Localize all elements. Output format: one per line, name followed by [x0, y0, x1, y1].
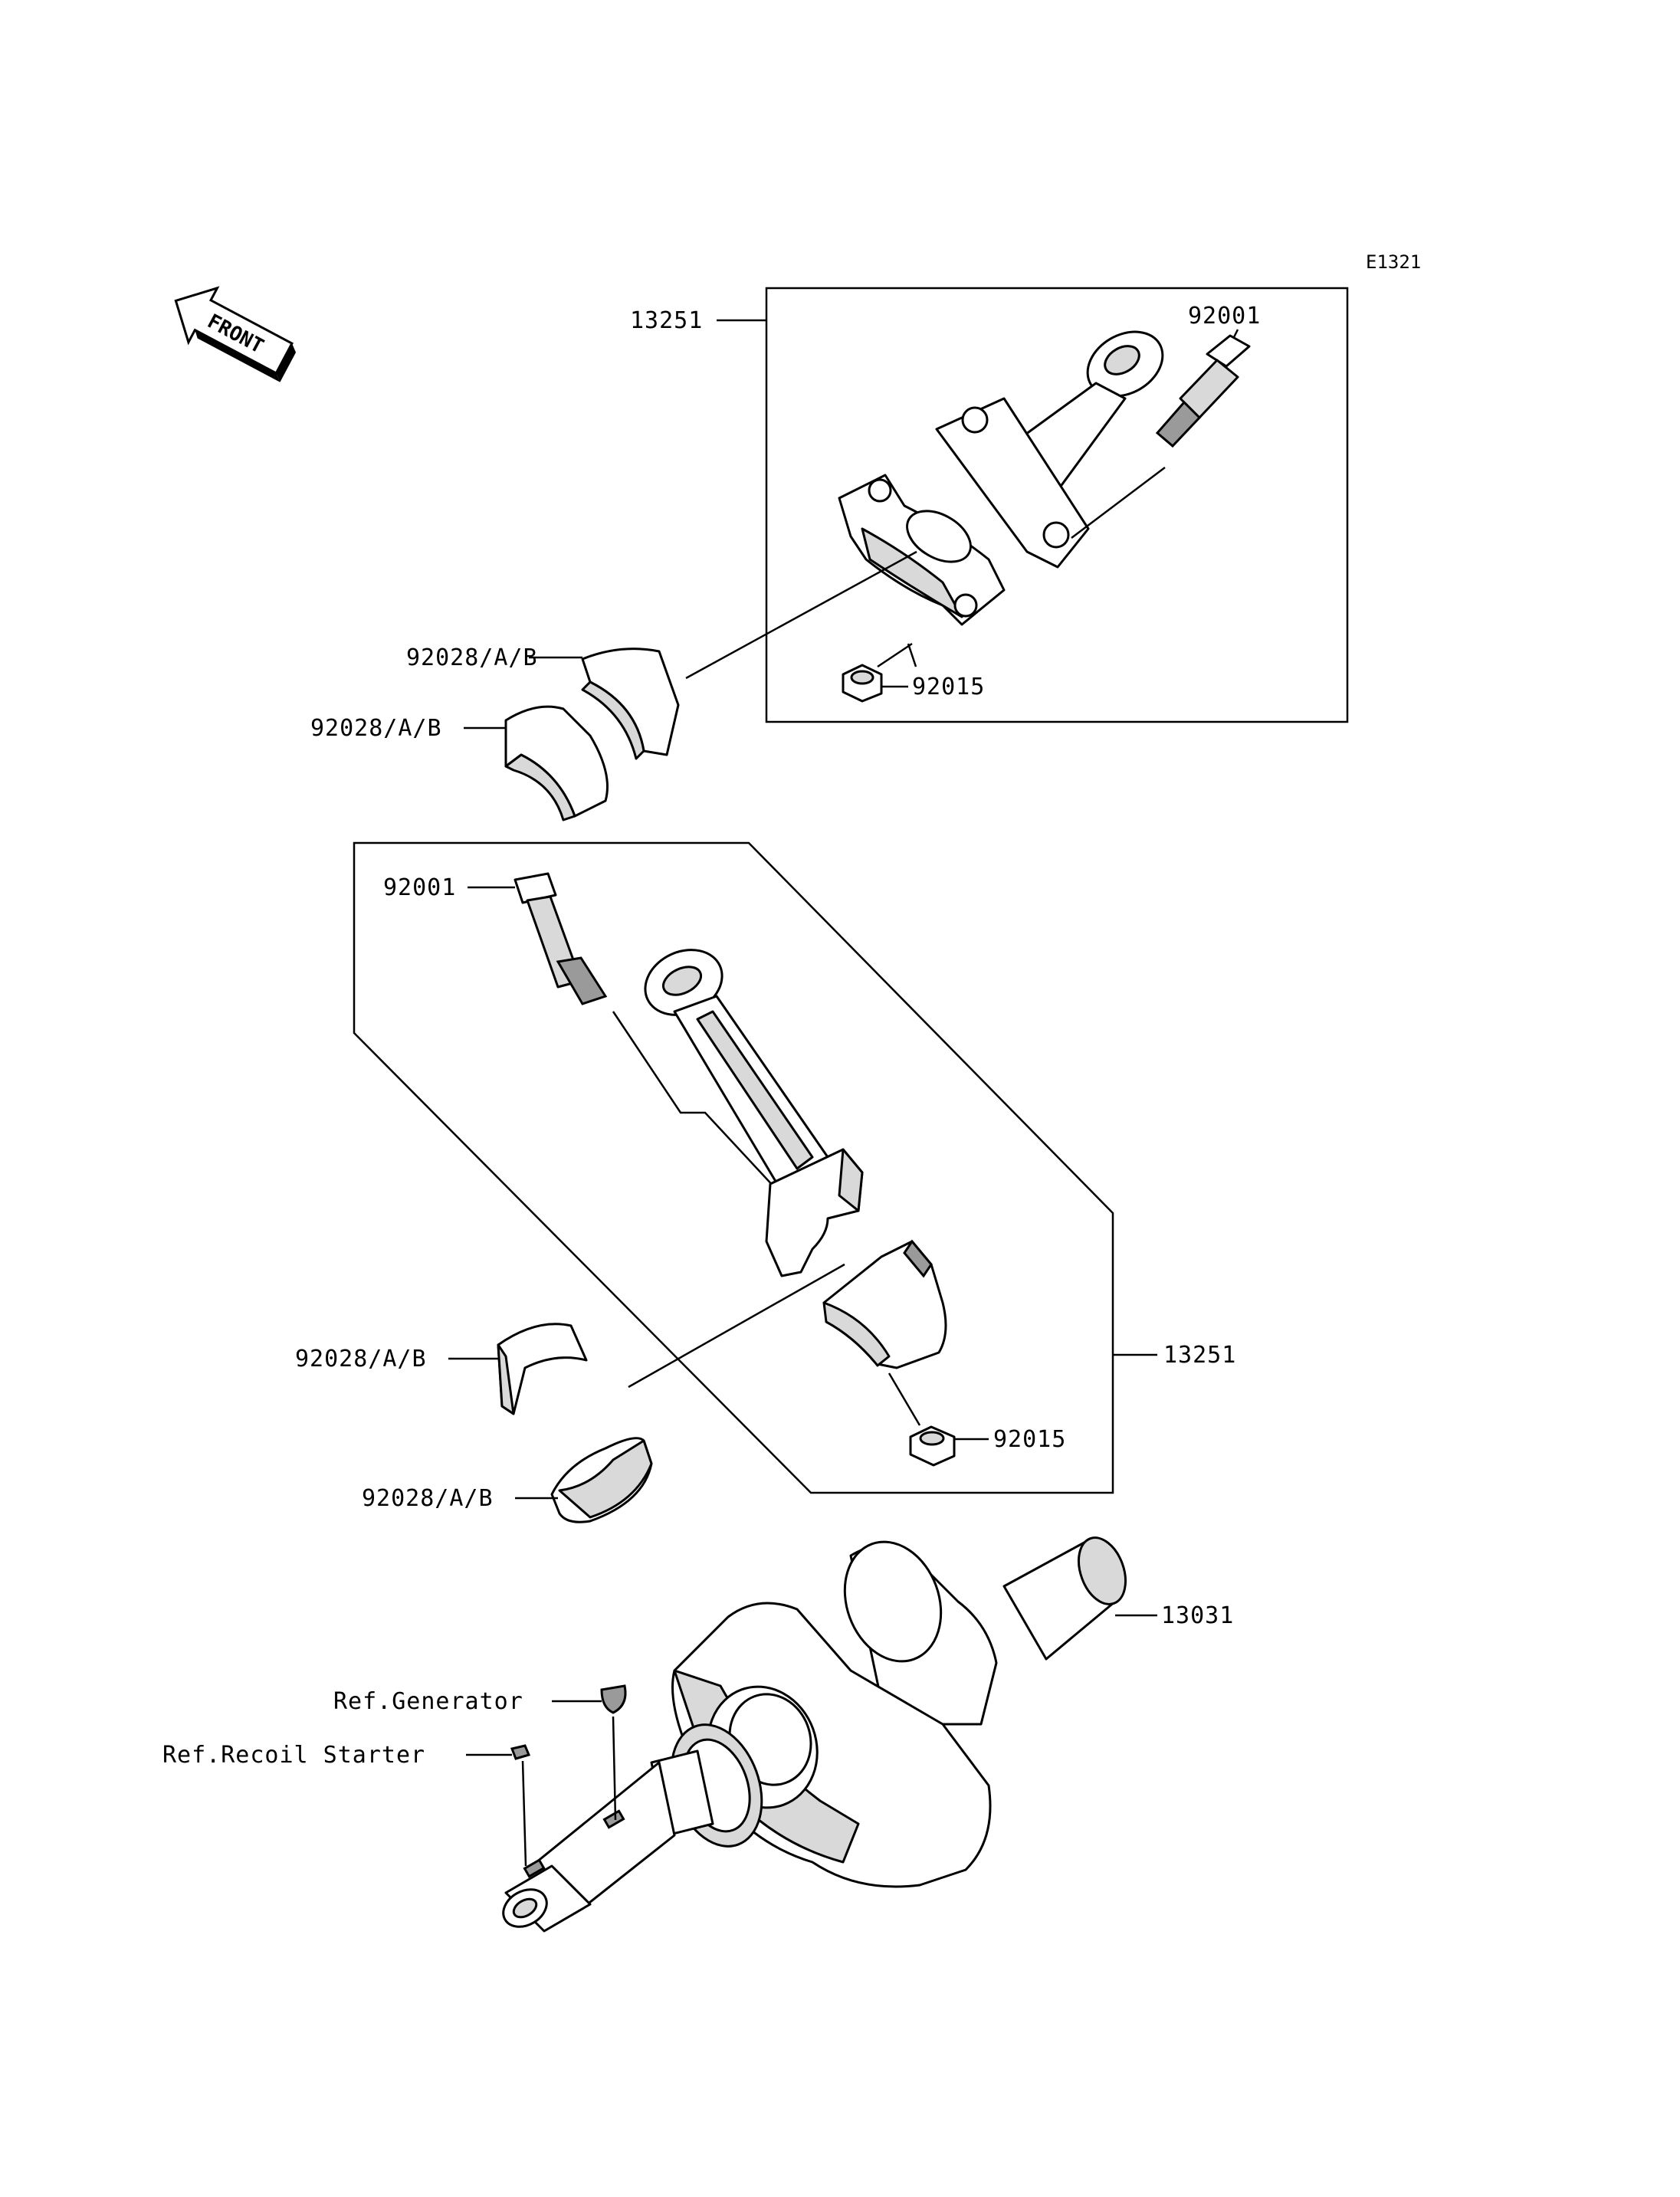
label-rod-assembly-lower: 13251: [1163, 1342, 1236, 1369]
label-bearing-top-upper: 92028/A/B: [406, 644, 538, 671]
front-arrow-icon: FRONT: [174, 286, 297, 382]
bearing-top-upper: [581, 648, 680, 760]
bolt-lower: [514, 872, 608, 1005]
label-bearing-top-lower: 92028/A/B: [310, 715, 442, 742]
label-ref-recoil-starter: Ref.Recoil Starter: [162, 1742, 425, 1769]
connecting-rod-top: [935, 330, 1164, 569]
label-bolt-top: 92001: [1188, 303, 1261, 330]
label-nut-top: 92015: [912, 674, 985, 700]
bearing-top-lower: [504, 705, 609, 821]
label-ref-generator: Ref.Generator: [333, 1688, 523, 1715]
woodruff-key-generator: [600, 1684, 627, 1714]
bearing-lower-lower: [550, 1437, 653, 1523]
rod-cap-lower: [822, 1239, 947, 1369]
label-bolt-lower: 92001: [383, 874, 456, 901]
label-crankshaft: 13031: [1161, 1602, 1234, 1629]
bearing-lower-upper: [497, 1323, 588, 1415]
nut-lower: [909, 1425, 956, 1467]
crankshaft: [502, 1536, 1127, 1933]
label-bearing-lower-upper: 92028/A/B: [295, 1346, 427, 1372]
rod-assembly-box-lower: [353, 841, 1114, 1494]
connecting-rod-lower: [644, 949, 864, 1277]
label-nut-lower: 92015: [993, 1426, 1066, 1453]
diagram-code: E1321: [1366, 251, 1421, 273]
label-rod-assembly-top: 13251: [630, 307, 703, 334]
rod-cap-top: [838, 474, 1006, 626]
key-recoil-starter: [510, 1744, 531, 1760]
rod-assembly-box-top: [765, 287, 1349, 723]
nut-top: [842, 664, 883, 703]
bolt-top: [1155, 334, 1251, 448]
label-bearing-lower-lower: 92028/A/B: [362, 1485, 494, 1512]
